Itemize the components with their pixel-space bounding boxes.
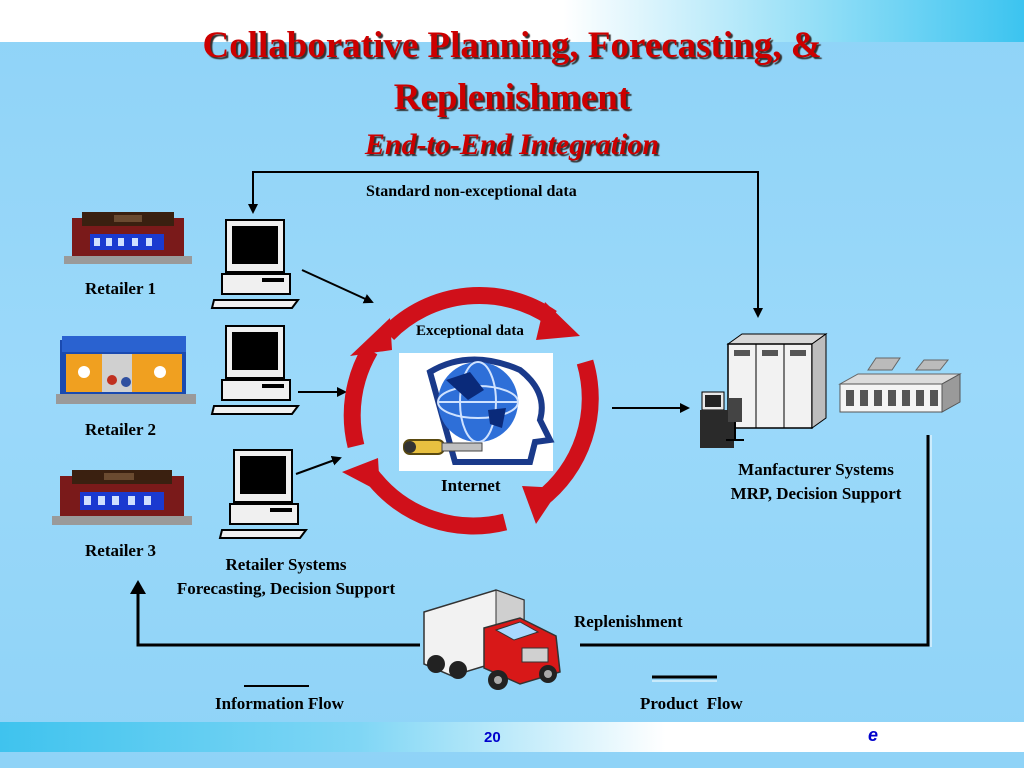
product-flow-label: Product Flow (640, 694, 743, 713)
page-number: 20 (484, 729, 501, 746)
retailer-2-label: Retailer 2 (85, 420, 156, 439)
store-icon-retailer-1 (64, 212, 192, 264)
internet-globe-icon (399, 353, 555, 471)
product-flow-loop (130, 435, 932, 647)
standard-data-loop (248, 171, 763, 318)
workstation-icon (700, 391, 744, 448)
computer-icon-1 (210, 219, 300, 309)
factory-building-icon (838, 357, 962, 413)
title-line-2: Replenishment (393, 77, 631, 118)
internet-label: Internet (441, 476, 501, 495)
computer-icon-2 (210, 325, 300, 415)
footer-logo: e (868, 725, 879, 745)
exceptional-data-label: Exceptional data (416, 323, 524, 339)
manufacturer-systems-subtitle: MRP, Decision Support (730, 484, 902, 503)
manufacturer-systems-label: Manfacturer Systems (738, 460, 894, 479)
retailer-systems-subtitle: Forecasting, Decision Support (176, 579, 396, 598)
cycle-arrows (343, 287, 599, 535)
computer-icon-3 (218, 449, 308, 539)
product-flow-legend-line (652, 675, 717, 682)
computer-arrows (295, 269, 690, 475)
delivery-truck-icon (423, 589, 561, 690)
replenishment-label: Replenishment (574, 612, 683, 631)
store-icon-retailer-3 (52, 470, 192, 525)
retailer-3-label: Retailer 3 (85, 541, 156, 560)
information-flow-label: Information Flow (215, 694, 344, 713)
footer-band (0, 722, 1024, 752)
store-icon-retailer-2 (56, 336, 196, 404)
standard-data-label: Standard non-exceptional data (366, 183, 577, 200)
mainframe-icon (726, 333, 828, 429)
top-band (0, 0, 1024, 42)
cycle-arrowheads (342, 302, 580, 524)
subtitle: End-to-End Integration (364, 128, 660, 161)
retailer-1-label: Retailer 1 (85, 279, 156, 298)
title-line-1: Collaborative Planning, Forecasting, & (202, 25, 822, 66)
retailer-systems-label: Retailer Systems (225, 555, 347, 574)
